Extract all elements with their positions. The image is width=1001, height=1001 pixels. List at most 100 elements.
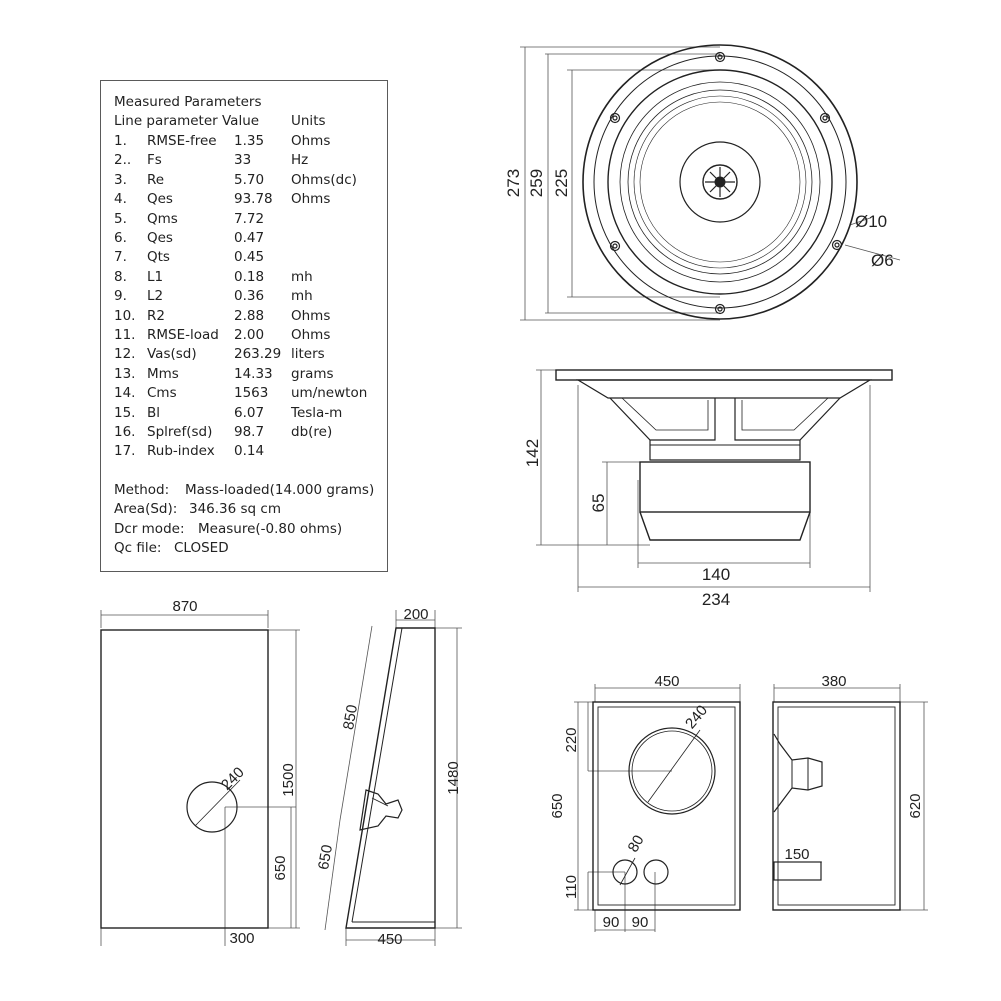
cab3-driver-dia-line bbox=[647, 729, 701, 803]
param-row-unit: Ohms bbox=[291, 133, 331, 149]
param-row-value: 0.36 bbox=[234, 288, 265, 304]
header-units: Units bbox=[291, 113, 326, 129]
param-row-unit: mh bbox=[291, 269, 313, 285]
side-flange bbox=[555, 369, 893, 381]
cab1-dimension-lines bbox=[100, 610, 300, 946]
header-value: Value bbox=[222, 113, 260, 129]
cab1-port bbox=[186, 781, 238, 833]
cab3-port-dia-line bbox=[619, 857, 636, 886]
param-row-unit: Ohms(dc) bbox=[291, 172, 357, 188]
mounting-holes bbox=[609, 51, 843, 315]
basket-left-inner bbox=[621, 397, 709, 431]
cab2-height-dim: 1480 bbox=[445, 761, 462, 794]
header-line-parameter: Line parameter bbox=[114, 113, 218, 129]
cone-ring-4 bbox=[639, 101, 801, 263]
cab1-port-dia-dim: 240 bbox=[218, 764, 248, 794]
param-row-name: Mms bbox=[147, 366, 179, 382]
back-plate bbox=[639, 511, 811, 541]
param-row-name: Re bbox=[147, 172, 165, 188]
param-row-num: 8. bbox=[114, 269, 127, 285]
param-row-unit: mh bbox=[291, 288, 313, 304]
param-row-value: 14.33 bbox=[234, 366, 273, 382]
basket-right bbox=[734, 397, 841, 441]
param-row-num: 9. bbox=[114, 288, 127, 304]
cone-ring-3 bbox=[633, 95, 807, 269]
cab3-width-dim: 450 bbox=[654, 673, 679, 690]
param-row-unit: Ohms bbox=[291, 191, 331, 207]
param-row-num: 1. bbox=[114, 133, 127, 149]
front-dimension-lines bbox=[520, 46, 901, 321]
param-row-name: L1 bbox=[147, 269, 164, 285]
cab2-driver-detail bbox=[371, 797, 389, 807]
cab4-outline-outer bbox=[772, 701, 901, 911]
param-row-num: 16. bbox=[114, 424, 136, 440]
param-row-num: 12. bbox=[114, 346, 136, 362]
param-row-num: 7. bbox=[114, 249, 127, 265]
footer-method-label: Method: bbox=[114, 482, 170, 498]
param-row-unit: liters bbox=[291, 346, 325, 362]
param-row-name: RMSE-free bbox=[147, 133, 217, 149]
front-cutout-dim: 225 bbox=[552, 169, 571, 197]
surround-ring bbox=[607, 69, 833, 295]
param-row-num: 15. bbox=[114, 405, 136, 421]
cab3-port-dia-dim: 80 bbox=[625, 832, 648, 855]
param-row-num: 4. bbox=[114, 191, 127, 207]
param-row-value: 5.70 bbox=[234, 172, 265, 188]
param-row-name: Qms bbox=[147, 211, 178, 227]
parameters-title: Measured Parameters bbox=[114, 94, 262, 110]
param-row-value: 0.18 bbox=[234, 269, 265, 285]
param-row-value: 1.35 bbox=[234, 133, 265, 149]
param-row-num: 10. bbox=[114, 308, 136, 324]
cab1-width-dim: 870 bbox=[172, 598, 197, 615]
param-row-name: Fs bbox=[147, 152, 162, 168]
cab4-port-tube bbox=[773, 861, 822, 881]
cab4-driver bbox=[773, 733, 823, 813]
footer-qc-value: CLOSED bbox=[174, 540, 229, 556]
dust-cap bbox=[679, 141, 761, 223]
param-row-value: 0.45 bbox=[234, 249, 265, 265]
cab1-port-dia-line bbox=[194, 779, 241, 827]
cab4-outline-inner bbox=[777, 706, 896, 906]
cab3-outline-inner bbox=[597, 706, 736, 906]
hole-small-dim: Ø6 bbox=[871, 251, 894, 270]
measured-parameters-panel: Measured Parameters Line parameter Value… bbox=[100, 80, 388, 572]
param-row-num: 2.. bbox=[114, 152, 132, 168]
cone-ring-1 bbox=[619, 81, 821, 283]
param-row-unit: db(re) bbox=[291, 424, 333, 440]
cab3-top-center-dim: 220 bbox=[563, 727, 580, 752]
cab4-depth-dim: 380 bbox=[821, 673, 846, 690]
speaker-front-view: 273 259 225 Ø10 Ø6 bbox=[504, 44, 901, 321]
param-row-name: R2 bbox=[147, 308, 165, 324]
basket-right-inner bbox=[741, 397, 829, 431]
hole-large-dim: Ø10 bbox=[855, 212, 887, 231]
phase-plug-center bbox=[714, 176, 726, 188]
cab2-lower-slant-dim: 650 bbox=[315, 843, 336, 871]
param-row-num: 6. bbox=[114, 230, 127, 246]
param-row-value: 7.72 bbox=[234, 211, 265, 227]
side-magnet-dia-dim: 140 bbox=[702, 565, 730, 584]
box-cabinet-side: 380 620 150 bbox=[772, 673, 928, 911]
cab4-dimension-lines bbox=[773, 684, 928, 911]
param-row-num: 5. bbox=[114, 211, 127, 227]
cab3-port-left bbox=[612, 859, 638, 885]
param-row-num: 17. bbox=[114, 443, 136, 459]
cone-ring-2 bbox=[627, 89, 813, 275]
param-row-value: 93.78 bbox=[234, 191, 273, 207]
param-row-num: 11. bbox=[114, 327, 136, 343]
side-depth-dim: 142 bbox=[523, 439, 542, 467]
cab3-port-right bbox=[643, 859, 669, 885]
param-row-num: 3. bbox=[114, 172, 127, 188]
box-cabinet-front: 450 220 650 240 80 110 90 90 bbox=[549, 673, 741, 932]
footer-method-value: Mass-loaded(14.000 grams) bbox=[185, 482, 375, 498]
param-row-value: 0.47 bbox=[234, 230, 265, 246]
cab4-height-dim: 620 bbox=[907, 793, 924, 818]
param-row-unit: Ohms bbox=[291, 308, 331, 324]
cab3-port-height-dim: 110 bbox=[563, 875, 580, 899]
top-plate bbox=[649, 440, 801, 461]
footer-dcr-value: Measure(-0.80 ohms) bbox=[198, 521, 343, 537]
cabinet-side-profile: 200 850 650 1480 450 bbox=[315, 606, 462, 948]
footer-area-label: Area(Sd): bbox=[114, 501, 178, 517]
cab2-upper-slant-dim: 850 bbox=[340, 703, 361, 731]
